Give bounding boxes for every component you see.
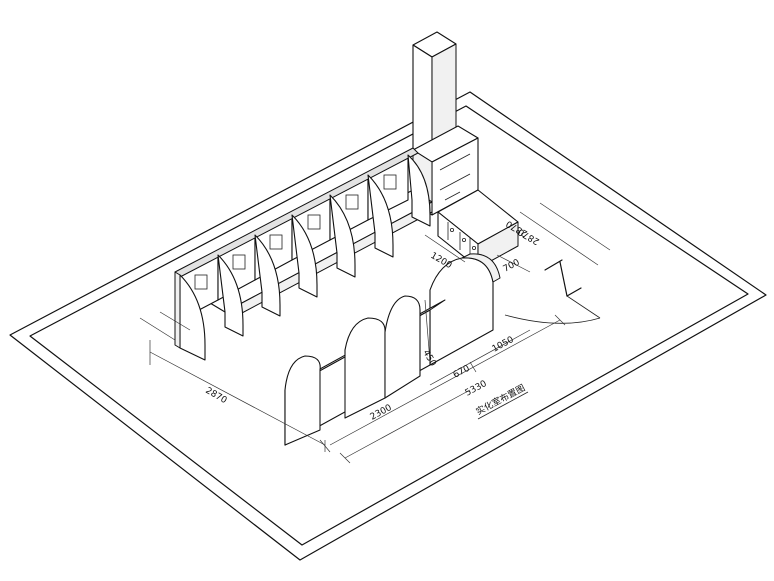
room-outline [9,91,767,561]
dim-1050: 1050 [491,335,516,355]
dim-1200: 1200 [429,251,454,271]
dim-top-right-b: 2870 [516,226,541,246]
dim-670: 670 [452,364,472,381]
island-bench [284,253,501,446]
dim-5330: 5330 [464,379,489,399]
side-cabinet [437,189,519,269]
dim-2300: 2300 [369,403,394,423]
wall-bench [174,147,433,361]
dimension-lines [139,202,611,464]
outer-wall [9,91,767,561]
inner-wall [29,105,749,546]
dim-700: 700 [502,258,522,275]
door [504,259,601,324]
dim-left: 2870 [204,386,229,406]
